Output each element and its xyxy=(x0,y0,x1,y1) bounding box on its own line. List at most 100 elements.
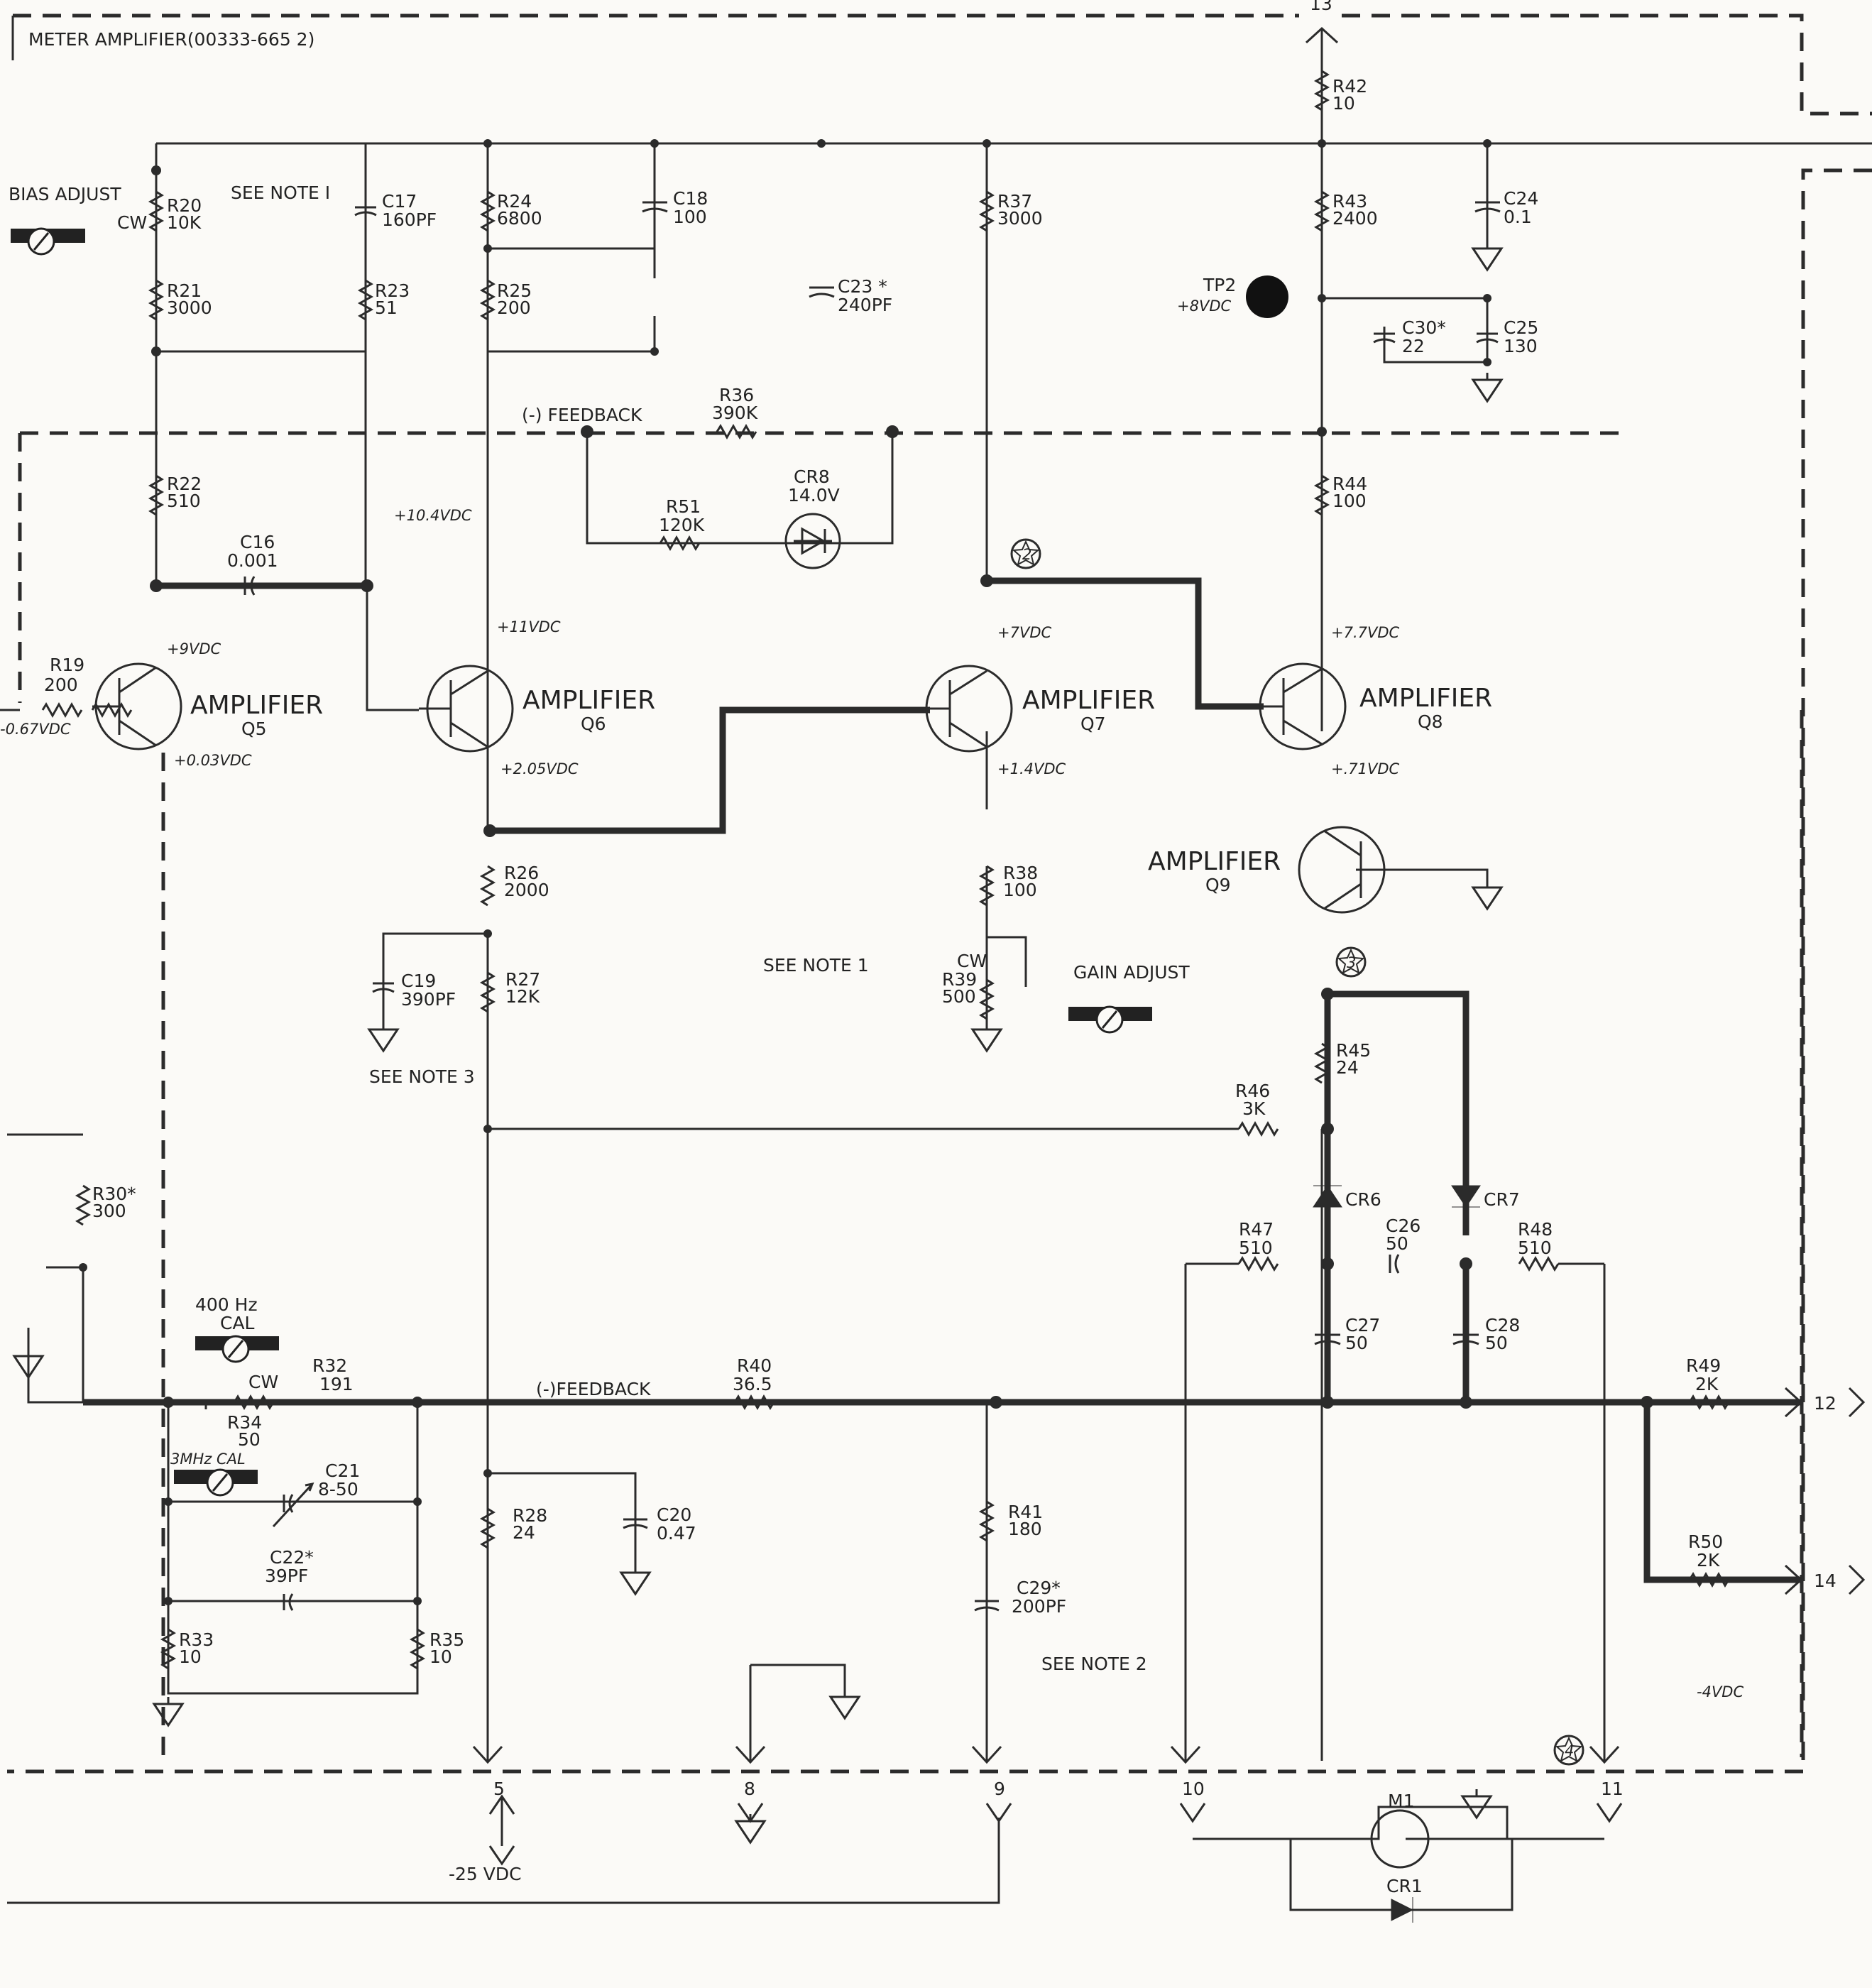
r33-val: 10 xyxy=(179,1646,202,1667)
c17-ref: C17 xyxy=(382,191,417,212)
r20-val: 10K xyxy=(167,212,202,233)
r39-val: 500 xyxy=(942,986,976,1007)
r41-ref: R41 xyxy=(1008,1502,1043,1522)
signal-path xyxy=(156,577,1264,834)
r36-ref: R36 xyxy=(719,385,754,405)
flag-4-label: 4 xyxy=(1565,1742,1574,1759)
c27-ref: C27 xyxy=(1345,1315,1380,1336)
r47-ref: R47 xyxy=(1239,1219,1274,1240)
q5-symbol xyxy=(92,662,182,750)
feedback-upper-label: (-) FEEDBACK xyxy=(522,405,642,425)
r28-ref: R28 xyxy=(513,1505,547,1526)
diode-symbols xyxy=(784,513,1481,1923)
r36-val: 390K xyxy=(712,403,758,423)
c21-ref: C21 xyxy=(325,1460,360,1481)
r42-ref: R42 xyxy=(1332,76,1367,97)
bottom-arrows xyxy=(472,1387,1866,1866)
cw-r20-label: CW xyxy=(117,212,147,233)
r34-ref: R34 xyxy=(227,1412,262,1433)
q6-symbol xyxy=(419,665,514,753)
cw-r39-label: CW xyxy=(957,951,987,971)
flag-3-label: 3 xyxy=(1347,954,1356,971)
r40-ref: R40 xyxy=(737,1355,772,1376)
r28-val: 24 xyxy=(513,1522,535,1543)
c19-ref: C19 xyxy=(401,971,436,991)
c24-val: 0.1 xyxy=(1504,207,1532,227)
c21-val: 8-50 xyxy=(318,1479,358,1500)
r32-ref: R32 xyxy=(312,1355,347,1376)
note1-r20: SEE NOTE I xyxy=(231,182,330,203)
q5-base-voltage: -0.67VDC xyxy=(0,721,71,738)
r39-ref: R39 xyxy=(942,969,977,990)
r47-val: 510 xyxy=(1239,1238,1273,1258)
c28-val: 50 xyxy=(1485,1333,1508,1353)
connector-9: 9 xyxy=(994,1779,1005,1799)
cal3m-knob[interactable] xyxy=(174,1468,258,1497)
c29-val: 200PF xyxy=(1012,1596,1066,1617)
c28-ref: C28 xyxy=(1485,1315,1520,1336)
c25-val: 130 xyxy=(1504,336,1538,356)
r50-ref: R50 xyxy=(1688,1531,1723,1552)
connector-8: 8 xyxy=(744,1779,755,1799)
connector-10: 10 xyxy=(1182,1779,1205,1799)
tp2-label: TP2 xyxy=(1203,275,1236,295)
cal3m-label: 3MHz CAL xyxy=(170,1451,246,1468)
r38-val: 100 xyxy=(1003,880,1037,900)
c26-ref: C26 xyxy=(1386,1216,1421,1236)
c20-ref: C20 xyxy=(657,1504,691,1525)
r45-val: 24 xyxy=(1336,1057,1359,1078)
connector-13-label: 13 xyxy=(1310,0,1332,14)
q7-symbol xyxy=(925,665,1013,753)
connector-12: 12 xyxy=(1814,1393,1837,1414)
gain-adjust-knob[interactable] xyxy=(1068,1005,1152,1034)
q5-label: AMPLIFIER xyxy=(190,691,323,720)
q6-label: AMPLIFIER xyxy=(522,686,655,715)
bias-adjust-knob[interactable] xyxy=(11,227,85,256)
junctions xyxy=(79,139,1653,1605)
r51-val: 120K xyxy=(659,515,705,535)
c16-val: 0.001 xyxy=(227,550,278,571)
r27-ref: R27 xyxy=(505,969,540,990)
transistor-symbols xyxy=(92,662,1386,914)
r46-val: 3K xyxy=(1242,1098,1266,1119)
r43-ref: R43 xyxy=(1332,191,1367,212)
r48-ref: R48 xyxy=(1518,1219,1553,1240)
meter-label: M1 xyxy=(1388,1791,1414,1811)
module-title: METER AMPLIFIER(00333-665 2) xyxy=(28,29,314,50)
r37-val: 3000 xyxy=(997,208,1043,229)
cr7-ref: CR7 xyxy=(1484,1189,1520,1210)
q6-emitter-voltage: +2.05VDC xyxy=(500,760,579,777)
r21-ref: R21 xyxy=(167,280,202,301)
component-labels: AMPLIFIER Q5 AMPLIFIER Q6 AMPLIFIER Q7 A… xyxy=(44,76,1723,1896)
r44-ref: R44 xyxy=(1332,474,1367,494)
r48-val: 510 xyxy=(1518,1238,1552,1258)
r33-ref: R33 xyxy=(179,1629,214,1650)
capacitor-symbols xyxy=(243,201,1501,1612)
c26-val: 50 xyxy=(1386,1233,1408,1254)
c22-ref: C22* xyxy=(270,1547,314,1568)
r45-ref: R45 xyxy=(1336,1040,1371,1061)
c23-ref: C23 * xyxy=(838,276,887,297)
c16-node-voltage: +10.4VDC xyxy=(394,507,472,524)
q6-ref: Q6 xyxy=(581,714,606,734)
note3-c19: SEE NOTE 3 xyxy=(369,1066,475,1087)
module-border xyxy=(7,13,1872,1774)
q7-emitter-voltage: +1.4VDC xyxy=(997,760,1066,777)
cr8-ref: CR8 xyxy=(794,466,830,487)
q8-ref: Q8 xyxy=(1418,711,1443,732)
q9-symbol xyxy=(1298,826,1386,914)
q5-collector-voltage: +9VDC xyxy=(167,640,221,657)
c25-ref: C25 xyxy=(1504,317,1538,338)
r30-val: 300 xyxy=(92,1201,126,1221)
r19-val: 200 xyxy=(44,674,78,695)
cal400-knob[interactable] xyxy=(195,1335,279,1363)
q6-collector-voltage: +11VDC xyxy=(497,618,561,635)
r51-ref: R51 xyxy=(666,496,701,517)
tp2-test-point[interactable] xyxy=(1246,275,1288,318)
r20-ref: R20 xyxy=(167,195,202,216)
r21-val: 3000 xyxy=(167,297,212,318)
wiring xyxy=(0,142,1872,1911)
r34-val: 50 xyxy=(238,1429,261,1450)
r32-val: 191 xyxy=(319,1374,354,1394)
